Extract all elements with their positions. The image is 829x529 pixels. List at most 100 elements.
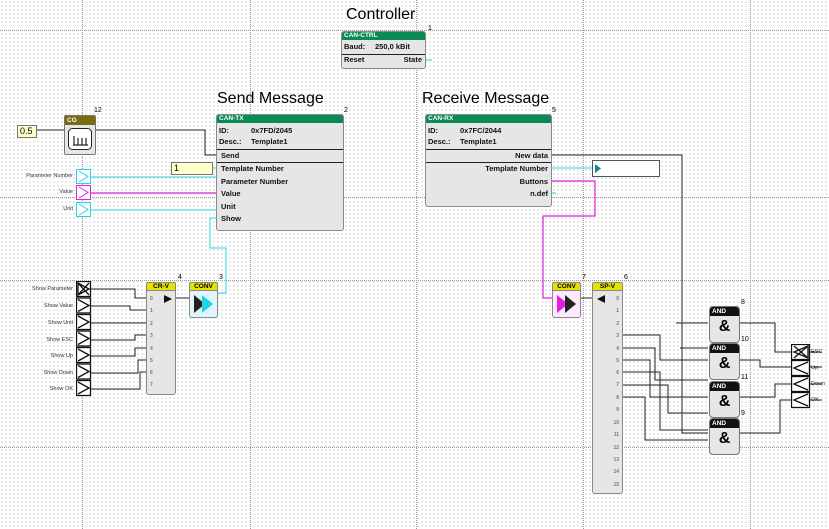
input-label: Show Up bbox=[50, 353, 73, 359]
output-label: OK bbox=[811, 397, 819, 403]
gate-header: AND bbox=[710, 344, 739, 353]
input-label: Parameter Number bbox=[26, 173, 73, 179]
value-port[interactable]: Value bbox=[221, 189, 241, 198]
conv-tx-block[interactable] bbox=[189, 290, 218, 318]
pin-number: 13 bbox=[613, 457, 619, 463]
conv-rx-block[interactable] bbox=[552, 290, 581, 318]
and-symbol: & bbox=[718, 430, 731, 447]
template-number-display[interactable] bbox=[592, 160, 660, 177]
pin-number: 4 bbox=[150, 346, 153, 352]
pin-number: 7 bbox=[616, 382, 619, 388]
send-message-title: Send Message bbox=[217, 90, 324, 107]
id-label: ID: bbox=[219, 126, 229, 135]
template-number-out-port[interactable]: Template Number bbox=[485, 164, 548, 173]
separator bbox=[342, 54, 425, 55]
button-output-connectors bbox=[791, 344, 811, 409]
pin-number: 14 bbox=[613, 469, 619, 475]
sp-v-block[interactable]: 0 1 2 3 4 5 6 7 8 9 10 11 12 13 14 15 bbox=[592, 290, 623, 494]
separator bbox=[426, 162, 551, 163]
output-label: ESC bbox=[811, 349, 823, 355]
input-label: Value bbox=[59, 189, 73, 195]
output-label: Down bbox=[811, 381, 826, 387]
state-port[interactable]: State bbox=[403, 55, 422, 64]
grid-line bbox=[0, 30, 829, 31]
cg-input-value[interactable]: 0.5 bbox=[17, 125, 37, 138]
pin-number: 15 bbox=[613, 482, 619, 488]
block-number: 4 bbox=[178, 274, 182, 281]
can-tx-block[interactable]: CAN-TX ID: 0x7FD/2045 Desc.: Template1 S… bbox=[216, 114, 344, 231]
id-value: 0x7FC/2044 bbox=[460, 126, 502, 135]
block-number: 6 bbox=[624, 274, 628, 281]
and-gate[interactable]: AND & bbox=[709, 418, 740, 455]
pin-number: 9 bbox=[616, 407, 619, 413]
controller-title: Controller bbox=[346, 6, 416, 23]
pin-number: 10 bbox=[613, 420, 619, 426]
pin-number: 12 bbox=[613, 445, 619, 451]
can-rx-block[interactable]: CAN-RX ID: 0x7FC/2044 Desc.: Template1 N… bbox=[425, 114, 552, 207]
and-gate[interactable]: AND & bbox=[709, 306, 740, 343]
block-header: CAN-TX bbox=[217, 115, 343, 123]
pin-number: 2 bbox=[150, 321, 153, 327]
send-port[interactable]: Send bbox=[221, 151, 240, 160]
block-number: 5 bbox=[552, 107, 556, 114]
input-label: Show Value bbox=[44, 303, 73, 309]
block-number: 2 bbox=[344, 107, 348, 114]
grid-line bbox=[0, 447, 829, 448]
convert-icon bbox=[194, 295, 213, 313]
desc-label: Desc.: bbox=[219, 137, 242, 146]
pin-number: 4 bbox=[616, 346, 619, 352]
grid-line bbox=[82, 0, 83, 529]
gate-header: AND bbox=[710, 307, 739, 316]
pin-number: 1 bbox=[150, 308, 153, 314]
pin-number: 5 bbox=[616, 358, 619, 364]
and-gate[interactable]: AND & bbox=[709, 381, 740, 418]
input-arrow-icon bbox=[597, 295, 605, 303]
separator bbox=[217, 162, 343, 163]
input-label: Show Down bbox=[43, 370, 73, 376]
desc-value: Template1 bbox=[460, 137, 497, 146]
block-number: 11 bbox=[741, 374, 749, 381]
grid-line bbox=[583, 0, 584, 529]
can-ctrl-block[interactable]: CAN-CTRL Baud: 250,0 kBit Reset State bbox=[341, 31, 426, 69]
input-label: Unit bbox=[63, 206, 73, 212]
new-data-port[interactable]: New data bbox=[515, 151, 548, 160]
grid-line bbox=[750, 0, 751, 529]
show-port[interactable]: Show bbox=[221, 214, 241, 223]
baud-label: Baud: bbox=[344, 42, 366, 51]
and-symbol: & bbox=[718, 355, 731, 372]
desc-label: Desc.: bbox=[428, 137, 451, 146]
parameter-number-port[interactable]: Parameter Number bbox=[221, 177, 289, 186]
id-value: 0x7FD/2045 bbox=[251, 126, 293, 135]
pin-number: 7 bbox=[150, 382, 153, 388]
block-header: CG bbox=[65, 116, 95, 125]
baud-value: 250,0 kBit bbox=[375, 42, 411, 51]
template-number-constant[interactable]: 1 bbox=[171, 162, 213, 175]
grid-line bbox=[0, 280, 829, 281]
convert-icon bbox=[557, 295, 576, 313]
cg-block[interactable]: CG bbox=[64, 115, 96, 155]
id-label: ID: bbox=[428, 126, 438, 135]
cr-v-block[interactable]: 0 1 2 3 4 5 6 7 bbox=[146, 290, 176, 395]
unit-port[interactable]: Unit bbox=[221, 202, 236, 211]
receive-message-title: Receive Message bbox=[422, 90, 550, 107]
pin-number: 3 bbox=[616, 333, 619, 339]
block-header: CAN-RX bbox=[426, 115, 551, 123]
gate-header: AND bbox=[710, 419, 739, 428]
and-gate[interactable]: AND & bbox=[709, 343, 740, 380]
buttons-port[interactable]: Buttons bbox=[519, 177, 548, 186]
pin-number: 1 bbox=[616, 308, 619, 314]
template-number-port[interactable]: Template Number bbox=[221, 164, 284, 173]
grid-line bbox=[0, 197, 829, 198]
input-label: Show Unit bbox=[47, 320, 73, 326]
pin-number: 11 bbox=[613, 432, 619, 438]
clock-generator-icon bbox=[68, 128, 92, 150]
reset-port[interactable]: Reset bbox=[344, 55, 365, 64]
separator bbox=[217, 149, 343, 150]
input-label: Show Parameter bbox=[32, 286, 73, 292]
and-symbol: & bbox=[718, 393, 731, 410]
n-def-port[interactable]: n.def bbox=[530, 189, 548, 198]
separator bbox=[426, 149, 551, 150]
block-number: 8 bbox=[741, 299, 745, 306]
